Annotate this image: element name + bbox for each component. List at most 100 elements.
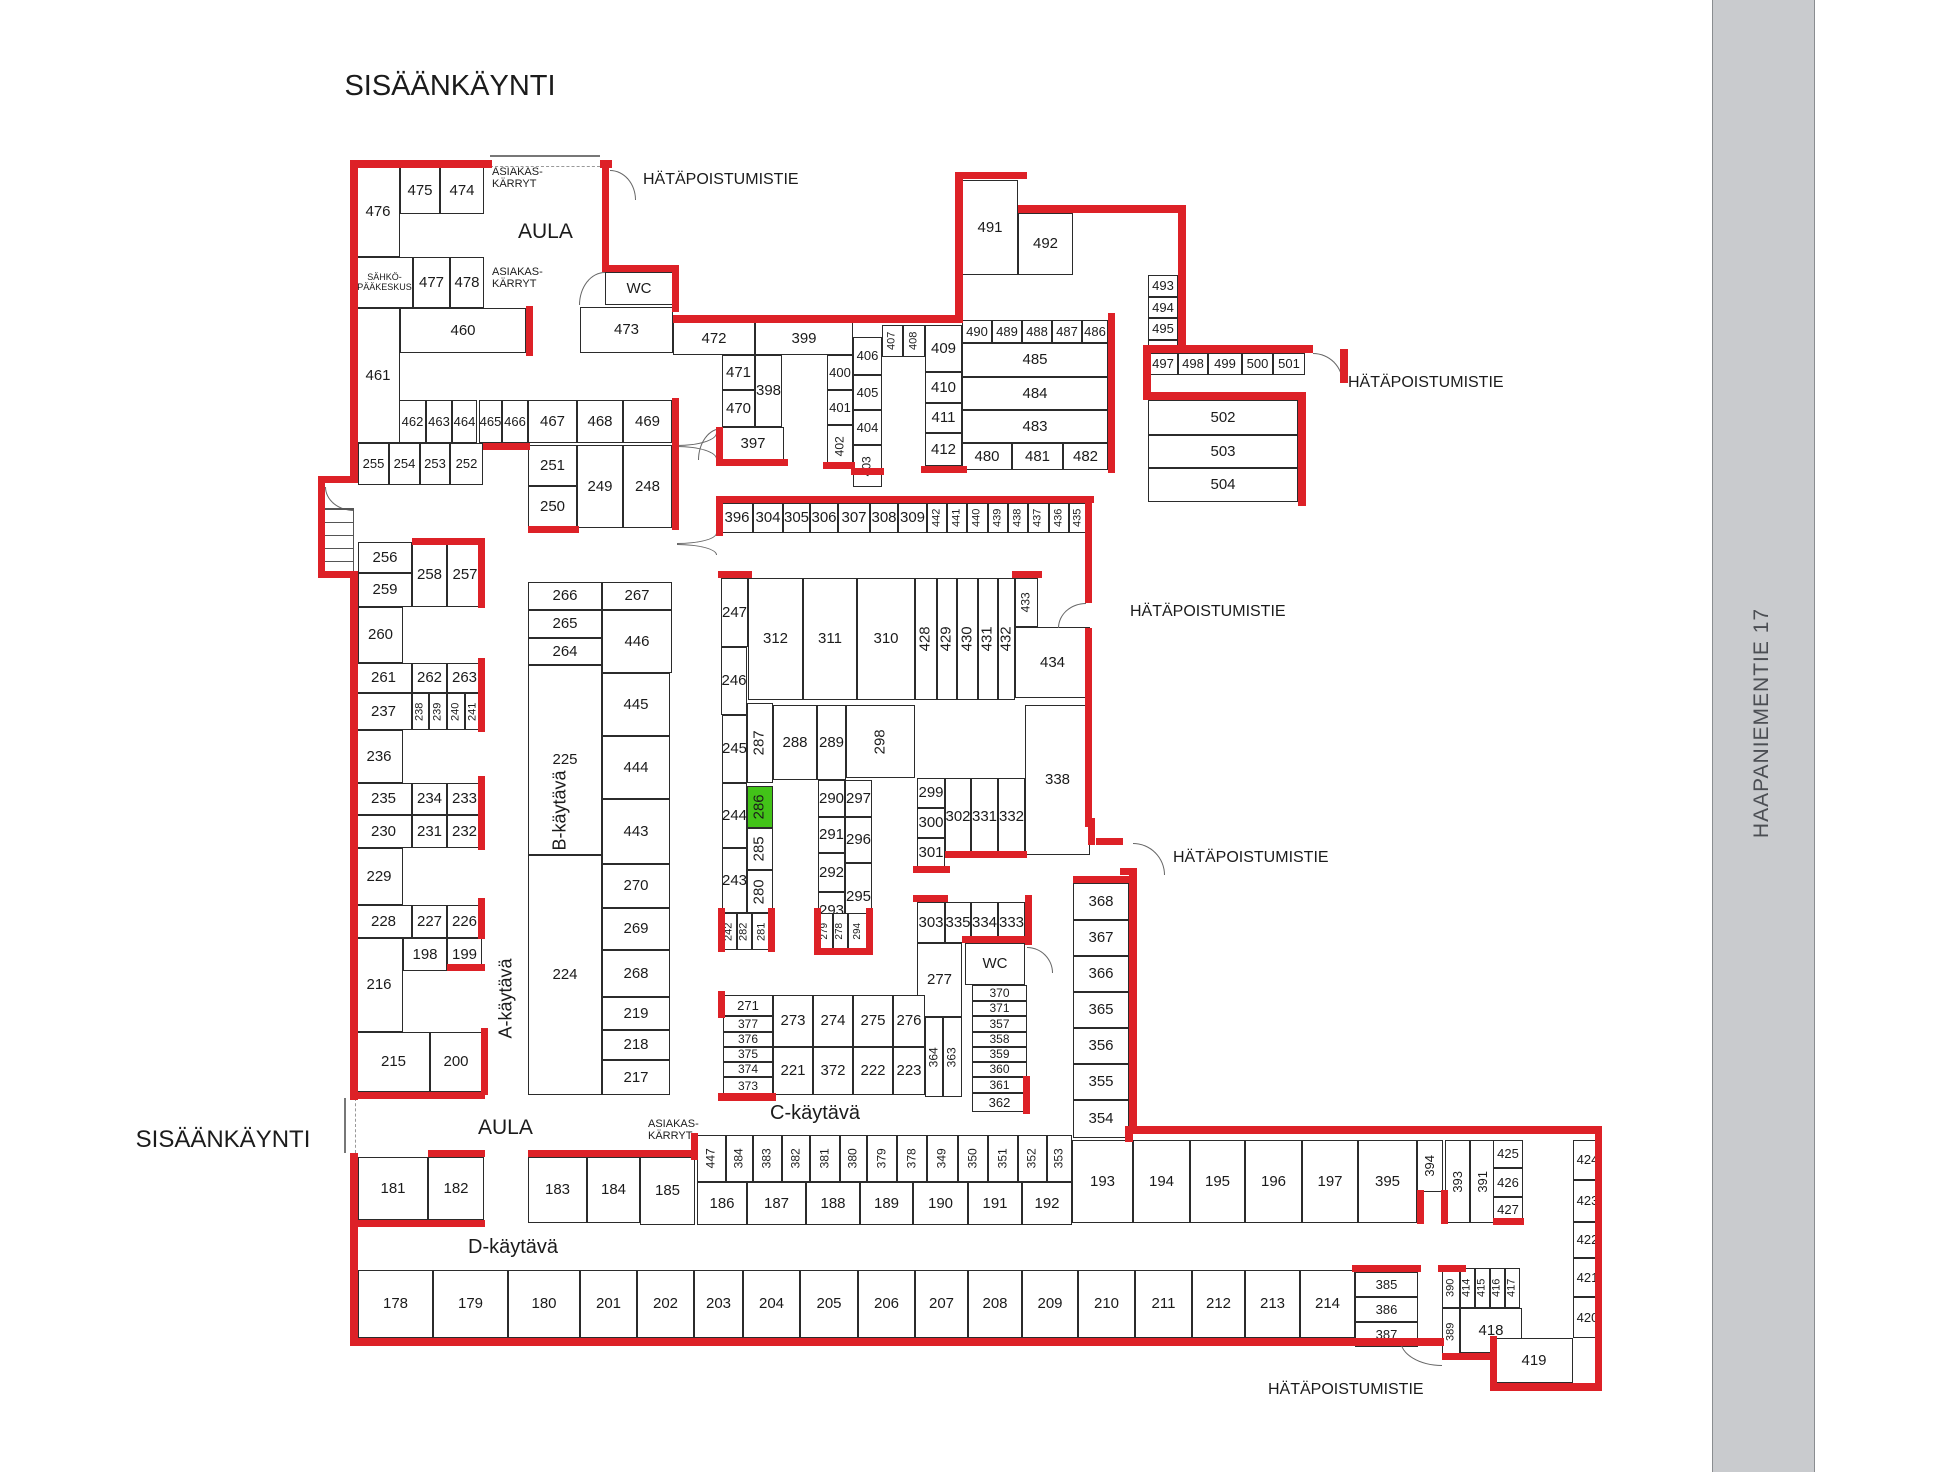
fire-wall-segment: [1025, 895, 1032, 945]
room-394: 394: [1417, 1140, 1443, 1192]
room-label: 263: [451, 669, 478, 687]
room-203: 203: [694, 1270, 743, 1338]
room-446: 446: [602, 610, 672, 673]
fire-wall-segment: [718, 908, 725, 952]
room-label: 202: [652, 1295, 679, 1313]
room-label: 418: [1478, 1321, 1504, 1339]
room-label: 401: [829, 399, 851, 415]
room-235: 235: [355, 783, 412, 815]
room-441: 441: [947, 503, 967, 533]
room-472: 472: [673, 322, 755, 355]
room-439: 439: [988, 503, 1008, 533]
room-285: 285: [747, 828, 773, 870]
room-label: 235: [370, 790, 397, 808]
room-231: 231: [412, 815, 447, 848]
room-label: 281: [755, 922, 768, 941]
room-256: 256: [358, 542, 412, 573]
fire-wall-segment: [350, 571, 358, 1100]
room-label: 437: [1031, 508, 1044, 528]
label-asiakaskarryt-3: ASIAKAS- KÄRRYT: [648, 1118, 699, 1142]
fire-wall-segment: [1442, 1353, 1494, 1360]
room-label: 310: [873, 630, 899, 648]
room-label: 446: [624, 632, 650, 650]
room-label: 274: [820, 1012, 846, 1030]
room-label: 226: [451, 912, 478, 930]
room-label: 185: [654, 1182, 681, 1200]
room-label: 271: [737, 997, 759, 1013]
room-label: 430: [958, 626, 976, 652]
room-label: 230: [370, 822, 397, 840]
room-290: 290: [818, 780, 845, 817]
room-label: 360: [989, 1062, 1010, 1077]
room-label: 474: [449, 181, 475, 199]
room-178: 178: [358, 1270, 433, 1338]
room-label: 441: [950, 508, 963, 528]
room-465: 465: [479, 400, 502, 443]
room-224: 224: [528, 855, 602, 1095]
room-426: 426: [1493, 1168, 1523, 1197]
room-label: 468: [587, 412, 613, 430]
room-437: 437: [1028, 503, 1049, 533]
fire-wall-segment: [716, 459, 788, 466]
fire-wall-segment: [350, 1338, 1444, 1346]
room-260: 260: [358, 607, 403, 663]
room-label: 309: [899, 509, 926, 527]
room-label: 378: [904, 1148, 919, 1169]
room-label: 307: [841, 509, 867, 527]
room-434: 434: [1015, 627, 1090, 698]
room-label: 228: [370, 912, 397, 930]
room-354: 354: [1073, 1100, 1129, 1138]
fire-wall-segment: [1012, 571, 1042, 578]
room-273: 273: [773, 995, 813, 1047]
room-228: 228: [355, 905, 412, 938]
room-358: 358: [972, 1032, 1027, 1047]
room-label: 471: [725, 363, 752, 381]
room-484: 484: [962, 377, 1108, 410]
room-280: 280: [747, 870, 773, 913]
fire-wall-segment: [851, 468, 884, 475]
room-463: 463: [426, 400, 452, 443]
room-label: 264: [552, 642, 578, 660]
room-288: 288: [773, 705, 817, 780]
room-462: 462: [399, 400, 426, 443]
fire-wall-segment: [921, 466, 967, 473]
fire-wall-segment: [602, 265, 679, 272]
room-282: 282: [737, 913, 752, 950]
sliding-door-icon: [490, 155, 600, 167]
room-label: 402: [832, 435, 847, 457]
fire-wall-segment: [478, 776, 485, 850]
fire-wall-segment: [672, 398, 679, 530]
room-label: 407: [885, 331, 898, 351]
room-404: 404: [853, 410, 882, 445]
room-label: 194: [1148, 1172, 1175, 1190]
label-b-kaytava: B-käytävä: [549, 770, 570, 851]
door-arc-icon: [677, 544, 717, 555]
room-label: 383: [760, 1148, 775, 1169]
room-label: 397: [740, 434, 766, 452]
room-201: 201: [580, 1270, 637, 1338]
room-label: 246: [721, 672, 747, 690]
room-label: 435: [1071, 508, 1084, 528]
room-label: 200: [443, 1053, 469, 1071]
room-label: 296: [845, 831, 872, 849]
room-294: 294: [848, 913, 868, 950]
room-label: 357: [989, 1016, 1010, 1031]
room-label: 429: [938, 626, 956, 652]
room-182: 182: [428, 1157, 484, 1220]
fire-wall-segment: [1340, 349, 1348, 383]
room-label: 433: [1019, 592, 1034, 613]
room-430: 430: [957, 578, 978, 700]
room-label: 424: [1576, 1152, 1599, 1168]
room-label: 412: [930, 440, 957, 458]
room-184: 184: [587, 1157, 640, 1223]
room-label: 304: [755, 509, 781, 527]
room-460: 460: [400, 308, 526, 353]
fire-wall-segment: [913, 895, 948, 902]
room-label: 285: [751, 836, 769, 862]
fire-wall-segment: [955, 172, 1027, 179]
room-186: 186: [697, 1182, 747, 1225]
room-label: 221: [780, 1062, 806, 1080]
room-263: 263: [447, 663, 482, 693]
room-253: 253: [420, 443, 450, 485]
room-192: 192: [1022, 1182, 1072, 1225]
